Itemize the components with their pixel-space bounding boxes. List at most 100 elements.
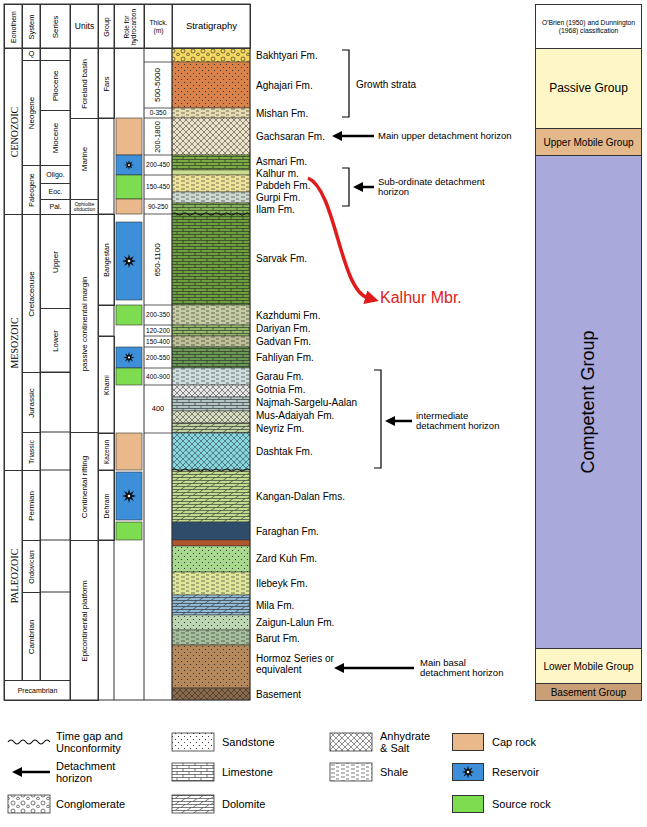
formation-name: Bakhtyari Fm. — [256, 50, 318, 61]
strata-layer — [172, 203, 250, 214]
source-rock-box — [116, 175, 142, 199]
strata-pattern — [172, 385, 250, 397]
header-cell: Eonothem — [4, 4, 23, 49]
strata-layer — [172, 615, 250, 630]
reservoir-star — [123, 352, 134, 363]
system-cell: Permian — [22, 470, 41, 541]
strata-pattern — [172, 203, 250, 214]
strata-layer — [172, 385, 250, 397]
pattern-sample — [172, 795, 214, 813]
cell-label: Units — [74, 22, 95, 31]
strata-layer — [172, 470, 250, 522]
cell-label: O'Brien (1950) and Dunnington (1968) cla… — [536, 19, 641, 34]
annotation: Main basal detachment horizon — [420, 658, 515, 679]
pattern-sample — [330, 763, 372, 781]
formation-name: Dashtak Fm. — [256, 446, 313, 457]
reservoir-star — [122, 489, 136, 503]
unit-cell: passive continental margin — [70, 214, 99, 433]
annotation: Main upper detachment horizon — [378, 131, 512, 141]
thickness-value: 150-450 — [146, 184, 170, 191]
strata-pattern — [172, 470, 250, 522]
cell-label: Upper — [51, 251, 60, 273]
formation-name: Zard Kuh Fm. — [256, 553, 317, 564]
formation-name: Aghajari Fm. — [256, 80, 313, 91]
strata-pattern — [172, 433, 250, 470]
thickness-value: 500-5000 — [154, 68, 162, 102]
formation-name: Ilebeyk Fm. — [256, 578, 308, 589]
table-frame — [4, 4, 250, 700]
legend-label: Sandstone — [222, 736, 275, 748]
cell-label: Jurassic — [27, 388, 36, 417]
header-cell: Group — [98, 4, 115, 49]
cell-label: Precambrian — [17, 687, 59, 695]
cell-label: Series — [51, 15, 60, 38]
formation-name: Asmari Fm. — [256, 156, 307, 167]
cell-label: Khami — [103, 375, 111, 395]
system-cell: Paleogene — [22, 165, 41, 215]
strata-layer — [172, 433, 250, 470]
group-cell: Dehram — [98, 470, 115, 541]
cell-label: Upper Mobile Group — [542, 137, 634, 148]
series-cell: Lower — [40, 308, 71, 373]
formation-name: Zaigun-Lalun Fm. — [256, 617, 334, 628]
strata-pattern — [172, 630, 250, 645]
header-cell: O'Brien (1950) and Dunnington (1968) cla… — [535, 4, 642, 49]
strata-pattern — [172, 615, 250, 630]
cell-label: Eoc. — [47, 188, 63, 196]
cell-label: Marine — [80, 147, 89, 171]
system-cell: Jurassic — [22, 372, 41, 433]
pattern-sample — [330, 763, 372, 781]
strata-layer — [172, 397, 250, 411]
pattern-sample — [330, 733, 372, 751]
strata-layer — [172, 572, 250, 595]
cell-label: Fars — [102, 76, 110, 91]
reservoir-star — [453, 764, 483, 780]
annotation: Growth strata — [356, 79, 416, 90]
thickness-value: 90-250 — [148, 203, 168, 210]
unit-cell: Epicontinental platform — [70, 540, 99, 701]
legend-label: Dolomite — [222, 798, 265, 810]
unconformity-sample — [8, 740, 50, 744]
table-grid — [98, 118, 114, 540]
detachment-arrow — [340, 135, 374, 138]
strata-pattern — [172, 192, 250, 203]
bracket — [342, 50, 349, 117]
group-cell: Fars — [98, 48, 115, 119]
pattern-sample — [172, 795, 214, 813]
reservoir-box — [116, 222, 142, 300]
cell-label: Q — [28, 50, 36, 58]
reservoir-box — [116, 347, 142, 368]
strata-layer — [172, 368, 250, 385]
strata-layer — [172, 336, 250, 347]
table-grid — [40, 372, 70, 592]
reservoir-box — [116, 472, 142, 520]
system-cell: Neogene — [22, 60, 41, 166]
formation-name: Kalhur m. — [256, 168, 299, 179]
cell-label: Foreland basin — [80, 59, 88, 109]
classification-band: Passive Group — [535, 48, 642, 129]
strata-pattern — [172, 155, 250, 170]
header-cell: Thick. (m) — [144, 4, 173, 49]
series-cell: Miocene — [40, 110, 71, 166]
legend-label: Limestone — [222, 766, 273, 778]
cell-label: passive continental margin — [80, 276, 89, 371]
cell-label: Epicontinental platform — [80, 580, 89, 661]
thickness-value: 400-900 — [146, 373, 170, 380]
formation-name: Barut Fm. — [256, 633, 300, 644]
system-cell: Ordovician — [22, 540, 41, 593]
cell-label: Passive Group — [548, 82, 629, 95]
strata-pattern — [172, 325, 250, 336]
pattern-sample — [8, 795, 50, 813]
unit-cell: Foreland basin — [70, 48, 99, 119]
formation-name: Basement — [256, 689, 301, 700]
thickness-value: 0-350 — [150, 110, 167, 117]
group-cell: Khami — [98, 336, 115, 434]
strata-layer — [172, 170, 250, 175]
cell-label: Pliocene — [51, 70, 60, 101]
strata-pattern — [172, 118, 250, 155]
cap-rock-box — [116, 433, 142, 470]
thickness-value: 150-400 — [146, 338, 170, 345]
thickness-value: 200-450 — [146, 162, 170, 169]
legend-label: Reservoir — [492, 766, 539, 778]
formation-name: Gachsaran Fm. — [256, 131, 325, 142]
